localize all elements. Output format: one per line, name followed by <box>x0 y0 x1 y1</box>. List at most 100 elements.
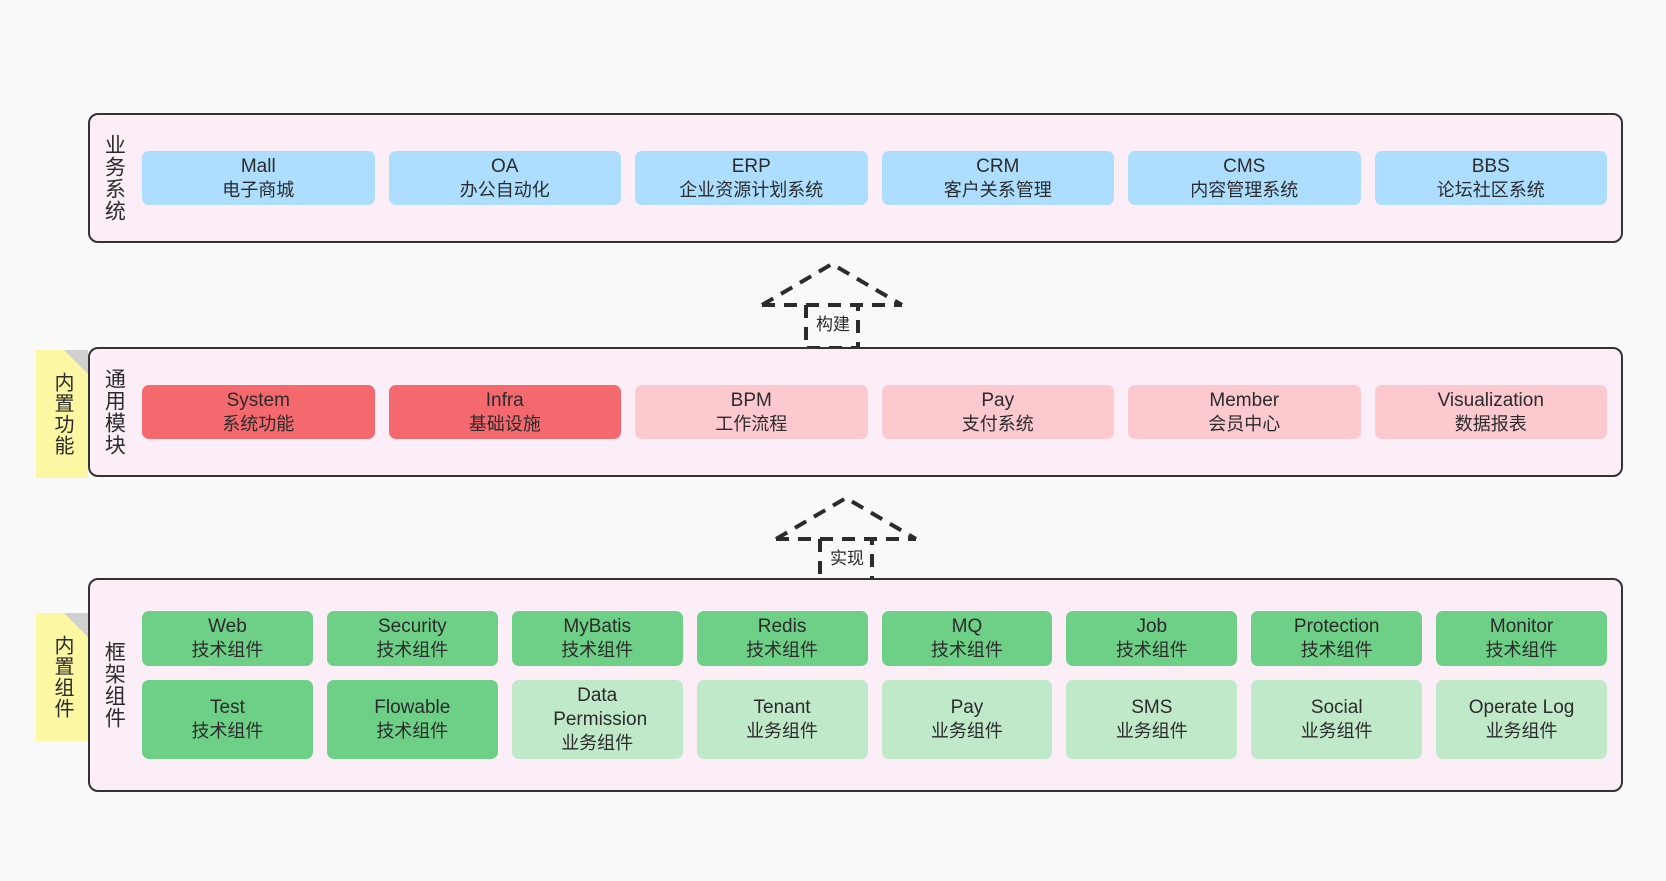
node-label-cn: 论坛社区系统 <box>1436 179 1545 200</box>
layer-common-module: 通用模块 System 系统功能 Infra 基础设施 BPM 工作流程 Pay… <box>88 347 1623 477</box>
note-builtin-component: 内置组件 <box>36 613 88 741</box>
layer-body-framework-component: Web 技术组件 Security 技术组件 MyBatis 技术组件 Redi… <box>136 580 1621 790</box>
layer-title-business-system: 业务系统 <box>102 134 126 222</box>
note-builtin-feature: 内置功能 <box>36 350 88 478</box>
node-sms[interactable]: SMS 业务组件 <box>1066 680 1238 759</box>
connector-implement: 实现 <box>772 492 920 584</box>
node-label-cn: 支付系统 <box>961 413 1034 434</box>
node-label-cn: 技术组件 <box>191 720 264 741</box>
node-label-cn: 系统功能 <box>222 413 295 434</box>
node-label-en: System <box>226 389 290 411</box>
node-mall[interactable]: Mall 电子商城 <box>142 150 375 206</box>
node-label-en: Tenant <box>753 697 811 718</box>
node-label-en: Security <box>377 616 447 638</box>
node-mq[interactable]: MQ 技术组件 <box>881 611 1053 667</box>
node-label-en: Flowable <box>374 697 451 718</box>
node-label-en: Data Permission <box>553 685 648 730</box>
node-label-en: MyBatis <box>563 616 631 638</box>
node-label-cn: 业务组件 <box>1115 720 1188 741</box>
node-label-en: Member <box>1209 389 1280 411</box>
node-label-cn: 业务组件 <box>561 732 634 753</box>
node-label-en: BPM <box>730 389 772 411</box>
node-label-en: Redis <box>757 616 807 638</box>
node-job[interactable]: Job 技术组件 <box>1066 611 1238 667</box>
node-label-cn: 技术组件 <box>746 640 819 661</box>
layer-body-business-system: Mall 电子商城 OA 办公自动化 ERP 企业资源计划系统 CRM 客户关系… <box>136 115 1621 241</box>
node-label-en: Infra <box>485 389 524 411</box>
node-label-en: ERP <box>731 155 771 177</box>
note-label: 内置功能 <box>51 372 73 456</box>
node-label-cn: 技术组件 <box>376 640 449 661</box>
node-label-cn: 电子商城 <box>222 179 295 200</box>
node-label-cn: 业务组件 <box>1300 720 1373 741</box>
node-monitor[interactable]: Monitor 技术组件 <box>1436 611 1607 667</box>
node-social[interactable]: Social 业务组件 <box>1251 680 1423 759</box>
layer-business-system: 业务系统 Mall 电子商城 OA 办公自动化 ERP 企业资源计划系统 CRM… <box>88 113 1623 243</box>
node-label-cn: 工作流程 <box>715 413 788 434</box>
node-label-cn: 技术组件 <box>1115 640 1188 661</box>
node-label-en: SMS <box>1131 697 1173 718</box>
node-label-en: CMS <box>1223 155 1266 177</box>
node-tenant[interactable]: Tenant 业务组件 <box>696 680 868 759</box>
node-label-cn: 技术组件 <box>561 640 634 661</box>
node-operate-log[interactable]: Operate Log 业务组件 <box>1436 680 1607 759</box>
node-label-cn: 企业资源计划系统 <box>679 179 824 200</box>
node-test[interactable]: Test 技术组件 <box>142 680 313 759</box>
node-label-en: MQ <box>951 616 983 638</box>
node-label-cn: 客户关系管理 <box>943 179 1052 200</box>
node-label-en: Protection <box>1293 616 1380 638</box>
node-row: Test 技术组件 Flowable 技术组件 Data Permission … <box>142 680 1607 759</box>
connector-label-build: 构建 <box>816 315 850 334</box>
connector-label-implement: 实现 <box>830 549 864 568</box>
node-oa[interactable]: OA 办公自动化 <box>388 150 621 206</box>
node-mybatis[interactable]: MyBatis 技术组件 <box>511 611 683 667</box>
node-infra[interactable]: Infra 基础设施 <box>388 384 621 440</box>
node-label-en: Pay <box>981 389 1015 411</box>
node-bbs[interactable]: BBS 论坛社区系统 <box>1374 150 1607 206</box>
node-label-cn: 业务组件 <box>1485 720 1558 741</box>
node-label-en: Mall <box>240 155 276 177</box>
node-label-cn: 数据报表 <box>1454 413 1527 434</box>
node-redis[interactable]: Redis 技术组件 <box>696 611 868 667</box>
node-bpm[interactable]: BPM 工作流程 <box>635 384 868 440</box>
node-web[interactable]: Web 技术组件 <box>142 611 313 667</box>
node-cms[interactable]: CMS 内容管理系统 <box>1128 150 1361 206</box>
node-label-en: Pay <box>950 697 984 718</box>
node-label-cn: 技术组件 <box>376 720 449 741</box>
node-label-cn: 技术组件 <box>191 640 264 661</box>
node-label-en: Test <box>210 697 245 718</box>
node-crm[interactable]: CRM 客户关系管理 <box>881 150 1114 206</box>
node-label-en: BBS <box>1471 155 1510 177</box>
node-label-en: Visualization <box>1437 389 1544 411</box>
node-label-cn: 业务组件 <box>930 720 1003 741</box>
node-label-cn: 基础设施 <box>468 413 541 434</box>
node-label-cn: 业务组件 <box>746 720 819 741</box>
node-visualization[interactable]: Visualization 数据报表 <box>1374 384 1607 440</box>
node-label-en: Job <box>1136 616 1168 638</box>
node-data-permission[interactable]: Data Permission 业务组件 <box>511 680 683 759</box>
node-flowable[interactable]: Flowable 技术组件 <box>326 680 498 759</box>
node-row: Web 技术组件 Security 技术组件 MyBatis 技术组件 Redi… <box>142 611 1607 667</box>
node-pay-component[interactable]: Pay 业务组件 <box>881 680 1053 759</box>
node-label-en: CRM <box>976 155 1020 177</box>
node-member[interactable]: Member 会员中心 <box>1128 384 1361 440</box>
node-erp[interactable]: ERP 企业资源计划系统 <box>635 150 868 206</box>
node-row: System 系统功能 Infra 基础设施 BPM 工作流程 Pay 支付系统… <box>142 384 1607 440</box>
node-row: Mall 电子商城 OA 办公自动化 ERP 企业资源计划系统 CRM 客户关系… <box>142 150 1607 206</box>
node-label-en: OA <box>491 155 519 177</box>
node-security[interactable]: Security 技术组件 <box>326 611 498 667</box>
node-label-en: Monitor <box>1489 616 1554 638</box>
node-system[interactable]: System 系统功能 <box>142 384 375 440</box>
node-label-cn: 技术组件 <box>1300 640 1373 661</box>
arrow-head-triangle-left-right <box>760 261 904 307</box>
layer-body-common-module: System 系统功能 Infra 基础设施 BPM 工作流程 Pay 支付系统… <box>136 349 1621 475</box>
layer-title-common-module: 通用模块 <box>102 368 126 456</box>
layer-framework-component: 框架组件 Web 技术组件 Security 技术组件 MyBatis 技术组件… <box>88 578 1623 792</box>
node-protection[interactable]: Protection 技术组件 <box>1251 611 1423 667</box>
node-label-cn: 技术组件 <box>1485 640 1558 661</box>
note-label: 内置组件 <box>51 635 73 719</box>
node-pay-module[interactable]: Pay 支付系统 <box>881 384 1114 440</box>
arrow-head-triangle-left-right <box>774 495 918 541</box>
node-label-cn: 办公自动化 <box>459 179 550 200</box>
